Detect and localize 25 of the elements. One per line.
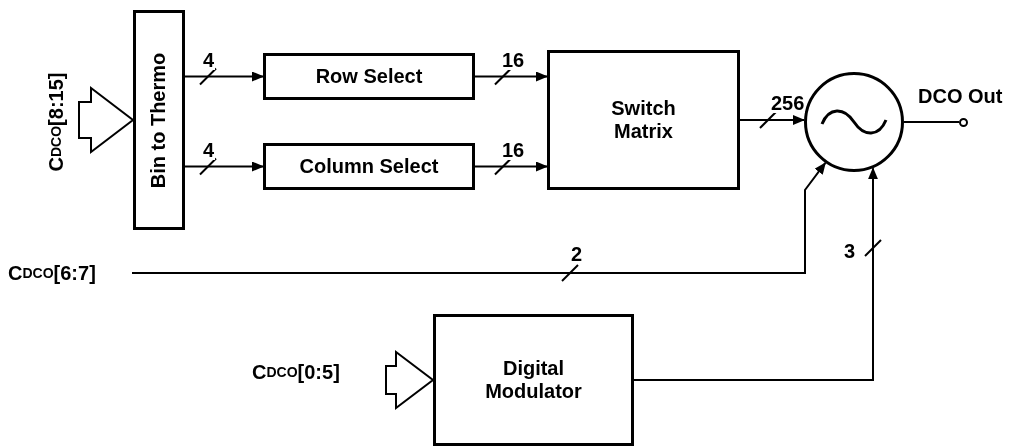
process-box <box>263 143 475 190</box>
box-label: Row Select <box>315 65 423 88</box>
arrow <box>739 115 805 125</box>
arrow <box>633 167 878 381</box>
arrow <box>184 161 264 172</box>
arrow <box>131 161 827 274</box>
box-label: Column Select <box>299 155 439 178</box>
output-terminal <box>959 118 968 127</box>
edge-label: 2 <box>570 244 584 264</box>
output-label: DCO Out <box>917 86 1004 106</box>
block-arrow <box>78 86 135 154</box>
block-arrow <box>385 350 435 410</box>
line <box>903 121 960 123</box>
arrow <box>474 161 548 172</box>
process-box <box>547 50 740 190</box>
process-box <box>133 10 185 230</box>
box-label: Bin to Thermo <box>147 52 171 188</box>
edge-label: 3 <box>843 241 857 261</box>
process-box <box>433 314 634 446</box>
box-label: Switch Matrix <box>610 97 677 143</box>
arrow <box>184 71 264 82</box>
edge-label: 256 <box>770 93 806 113</box>
process-box <box>263 53 475 100</box>
box-label: Digital Modulator <box>484 357 583 403</box>
arrow <box>474 71 548 82</box>
